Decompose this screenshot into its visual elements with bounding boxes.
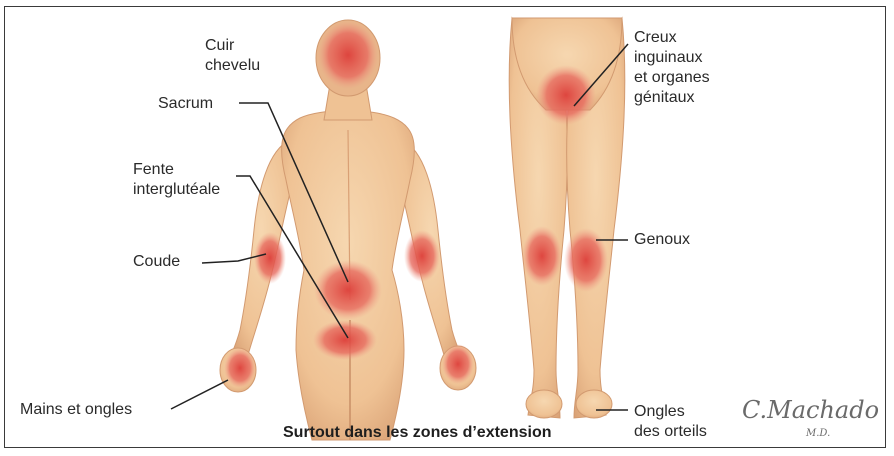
label-gluteal-cleft: Fente interglutéale xyxy=(133,160,220,200)
label-sacrum: Sacrum xyxy=(158,94,213,114)
gluteal-lesion xyxy=(313,320,377,360)
right-knee-lesion xyxy=(564,228,608,292)
groin-lesion xyxy=(536,65,596,125)
right-hand-lesion xyxy=(442,344,474,384)
artist-signature: C.Machado xyxy=(742,396,879,424)
scalp-lesion xyxy=(318,21,378,89)
left-elbow-lesion xyxy=(254,232,286,284)
figure-caption: Surtout dans les zones d’extension xyxy=(283,424,552,442)
label-knees: Genoux xyxy=(634,230,690,250)
front-left-foot xyxy=(526,390,562,418)
front-right-foot xyxy=(576,390,612,418)
label-toenails: Ongles des orteils xyxy=(634,402,707,442)
sacrum-lesion xyxy=(314,260,382,320)
label-elbow: Coude xyxy=(133,252,180,272)
left-hand-lesion xyxy=(224,348,256,388)
label-hands-nails: Mains et ongles xyxy=(20,400,132,420)
hands-leader xyxy=(171,380,228,409)
artist-signature-suffix: M.D. xyxy=(806,428,830,439)
left-knee-lesion xyxy=(522,226,562,286)
label-scalp: Cuir chevelu xyxy=(205,36,260,76)
right-elbow-lesion xyxy=(404,230,440,282)
label-groin: Creux inguinaux et organes génitaux xyxy=(634,28,710,108)
